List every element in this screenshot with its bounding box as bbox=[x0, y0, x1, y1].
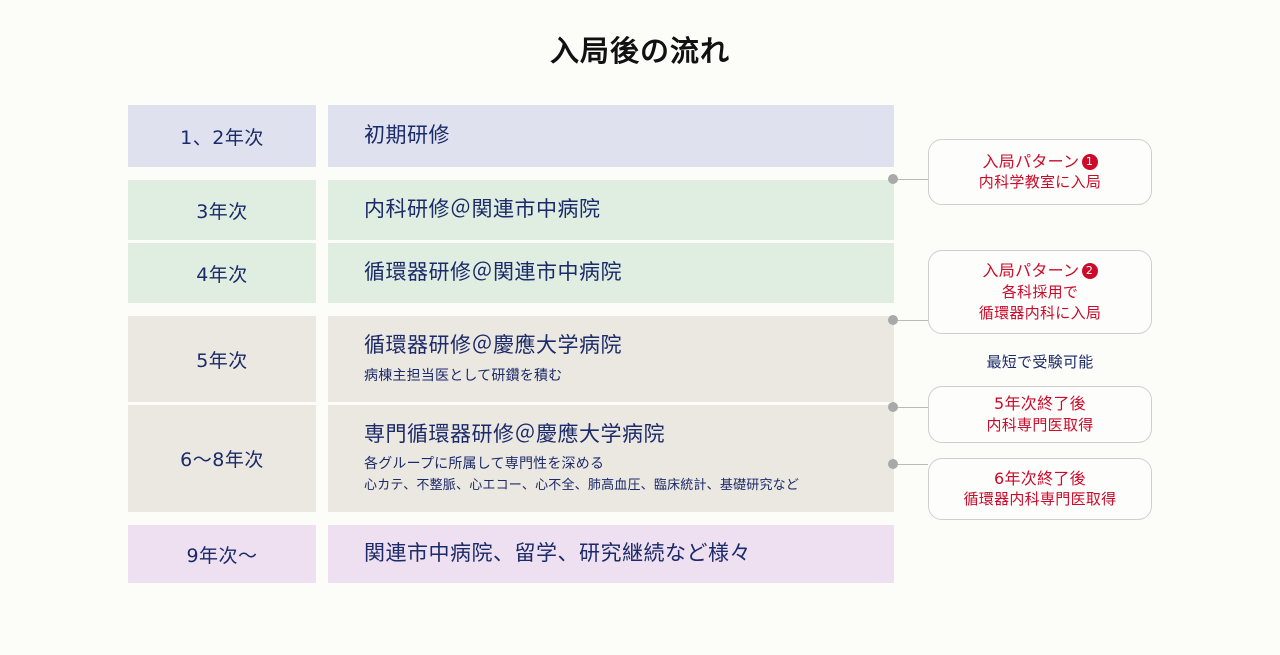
callout-detail-line-2: 循環器内科に入局 bbox=[978, 303, 1102, 322]
year-label: 6〜8年次 bbox=[128, 405, 316, 512]
callout-detail-line: 内科学教室に入局 bbox=[978, 173, 1102, 192]
row-content: 循環器研修＠関連市中病院 bbox=[328, 243, 894, 303]
table-row: 5年次 循環器研修＠慶應大学病院 病棟主担当医として研鑽を積む bbox=[128, 316, 894, 402]
callout-label: 入局パターン bbox=[982, 261, 1080, 281]
year-label: 9年次〜 bbox=[128, 525, 316, 583]
number-badge-1-icon: 1 bbox=[1081, 153, 1098, 170]
callout-cardiology-certification[interactable]: 6年次終了後 循環器内科専門医取得 bbox=[928, 458, 1152, 520]
year-label: 1、2年次 bbox=[128, 105, 316, 167]
flow-group-affiliated-hospital: 3年次 内科研修＠関連市中病院 4年次 循環器研修＠関連市中病院 bbox=[128, 180, 894, 303]
row-subtext-secondary: 心カテ、不整脈、心エコー、心不全、肺高血圧、臨床統計、基礎研究など bbox=[364, 478, 800, 494]
callout-title-line: 6年次終了後 bbox=[994, 468, 1086, 488]
flow-group-career: 9年次〜 関連市中病院、留学、研究継続など様々 bbox=[128, 525, 894, 583]
callout-title-line: 5年次終了後 bbox=[994, 394, 1086, 414]
row-content: 内科研修＠関連市中病院 bbox=[328, 180, 894, 240]
row-content: 専門循環器研修＠慶應大学病院 各グループに所属して専門性を深める 心カテ、不整脈… bbox=[328, 405, 894, 512]
number-badge-2-icon: 2 bbox=[1081, 263, 1098, 280]
callout-internal-medicine-certification[interactable]: 5年次終了後 内科専門医取得 bbox=[928, 386, 1152, 443]
callout-detail-line: 各科採用で bbox=[1001, 282, 1079, 301]
connector-dot bbox=[888, 315, 898, 325]
row-subtext: 各グループに所属して専門性を深める bbox=[364, 456, 605, 473]
table-row: 9年次〜 関連市中病院、留学、研究継続など様々 bbox=[128, 525, 894, 583]
connector-dot bbox=[888, 402, 898, 412]
row-heading: 循環器研修＠関連市中病院 bbox=[364, 260, 622, 285]
row-heading: 内科研修＠関連市中病院 bbox=[364, 197, 601, 222]
flow-group-keio-hospital: 5年次 循環器研修＠慶應大学病院 病棟主担当医として研鑽を積む 6〜8年次 専門… bbox=[128, 316, 894, 512]
connector-dot bbox=[888, 174, 898, 184]
row-content: 循環器研修＠慶應大学病院 病棟主担当医として研鑽を積む bbox=[328, 316, 894, 402]
year-label: 3年次 bbox=[128, 180, 316, 240]
callout-label: 入局パターン bbox=[982, 151, 1080, 171]
table-row: 3年次 内科研修＠関連市中病院 bbox=[128, 180, 894, 240]
connector-dot bbox=[888, 459, 898, 469]
connector-line bbox=[898, 179, 928, 180]
table-row: 1、2年次 初期研修 bbox=[128, 105, 894, 167]
row-heading: 初期研修 bbox=[364, 123, 450, 148]
callout-detail-line: 循環器内科専門医取得 bbox=[963, 490, 1117, 509]
row-heading: 専門循環器研修＠慶應大学病院 bbox=[364, 421, 665, 446]
connector-line bbox=[898, 407, 928, 408]
table-row: 6〜8年次 専門循環器研修＠慶應大学病院 各グループに所属して専門性を深める 心… bbox=[128, 405, 894, 512]
row-heading: 関連市中病院、留学、研究継続など様々 bbox=[364, 541, 751, 566]
flow-group-initial: 1、2年次 初期研修 bbox=[128, 105, 894, 167]
row-content: 初期研修 bbox=[328, 105, 894, 167]
row-subtext: 病棟主担当医として研鑽を積む bbox=[364, 367, 563, 384]
year-label: 5年次 bbox=[128, 316, 316, 402]
row-heading: 循環器研修＠慶應大学病院 bbox=[364, 333, 622, 358]
connector-line bbox=[898, 464, 928, 465]
row-content: 関連市中病院、留学、研究継続など様々 bbox=[328, 525, 894, 583]
table-row: 4年次 循環器研修＠関連市中病院 bbox=[128, 243, 894, 303]
shortest-exam-note: 最短で受験可能 bbox=[986, 353, 1094, 371]
callout-detail-line: 内科専門医取得 bbox=[986, 415, 1094, 434]
connector-line bbox=[898, 320, 928, 321]
training-flow-table: 1、2年次 初期研修 3年次 内科研修＠関連市中病院 4年次 循環器研修＠関連市… bbox=[128, 105, 894, 583]
year-label: 4年次 bbox=[128, 243, 316, 303]
page-title: 入局後の流れ bbox=[549, 34, 730, 68]
